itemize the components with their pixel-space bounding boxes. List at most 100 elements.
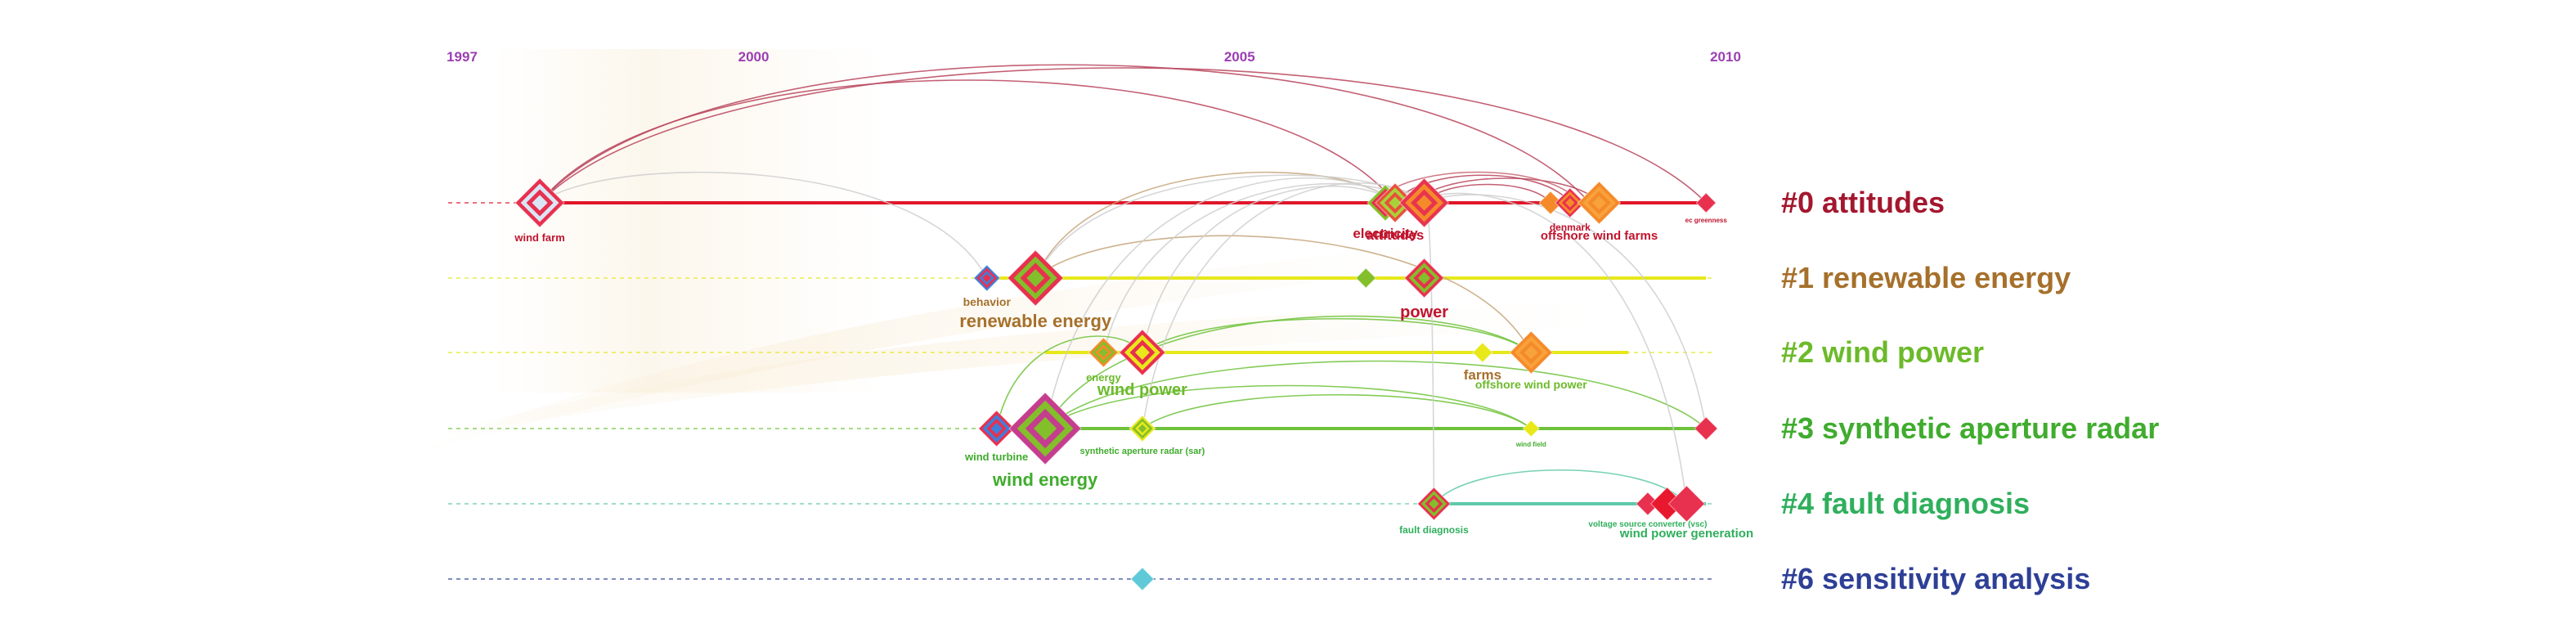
- citation-link: [1433, 469, 1688, 505]
- keyword-node-wind-field[interactable]: [1522, 420, 1541, 438]
- keyword-node-wind-farm[interactable]: [514, 177, 565, 228]
- node-diamond: [1362, 275, 1370, 281]
- node-diamond: [1098, 348, 1109, 357]
- keyword-label-wind-field: wind field: [1515, 441, 1546, 448]
- keyword-label-renewable-energy: renewable energy: [959, 311, 1112, 331]
- node-diamond: [1134, 345, 1150, 360]
- cluster-label-6[interactable]: #6 sensitivity analysis: [1781, 562, 2090, 595]
- keyword-label-power: power: [1400, 303, 1448, 321]
- keyword-label-denmark: denmark: [1550, 222, 1591, 233]
- keyword-node-ec-greenness[interactable]: [1695, 192, 1717, 213]
- glow-band: [401, 245, 1431, 458]
- keyword-label-attitudes: attitudes: [1367, 227, 1425, 243]
- citation-links: [539, 64, 1708, 505]
- keyword-label-wind-power: wind power: [1097, 381, 1187, 399]
- keyword-label-wind-turbine: wind turbine: [964, 451, 1028, 463]
- keyword-label-offshore-wind-farms: offshore wind farms: [1541, 229, 1658, 243]
- keyword-label-ec-greenness: ec greenness: [1685, 217, 1728, 224]
- keyword-node-synthetic-aperture-radar-sar[interactable]: [1129, 415, 1156, 442]
- keyword-node-power[interactable]: [1403, 258, 1445, 299]
- citation-link: [1424, 194, 1708, 429]
- keyword-node[interactable]: [1694, 416, 1718, 441]
- keyword-nodes: [514, 177, 1718, 591]
- node-diamond: [1703, 200, 1710, 206]
- keyword-label-electricity: electricity: [1353, 226, 1418, 241]
- keyword-node-wind-power[interactable]: [1119, 329, 1166, 376]
- node-diamond: [1026, 269, 1045, 287]
- citation-link: [1044, 177, 1396, 429]
- keyword-node-fault-diagnosis[interactable]: [1416, 487, 1452, 521]
- cluster-label-1[interactable]: #1 renewable energy: [1781, 261, 2071, 294]
- year-tick-1997: 1997: [447, 49, 478, 65]
- node-diamond: [982, 273, 991, 283]
- keyword-node-offshore-wind-power[interactable]: [1509, 330, 1554, 375]
- citation-link: [1394, 174, 1571, 204]
- keyword-label-farms: farms: [1464, 367, 1501, 383]
- keyword-node-wind-turbine[interactable]: [977, 410, 1016, 447]
- keyword-node-renewable-energy[interactable]: [1007, 249, 1064, 307]
- keyword-node-behavior[interactable]: [973, 264, 1001, 292]
- cluster-label-4[interactable]: #4 fault diagnosis: [1781, 487, 2030, 520]
- keyword-node-offshore-wind-farms[interactable]: [1577, 181, 1622, 225]
- keyword-node-wind-power-generation[interactable]: [1667, 485, 1706, 523]
- keyword-label-wind-farm: wind farm: [514, 231, 564, 244]
- node-diamond: [1138, 424, 1147, 433]
- node-diamond: [990, 422, 1003, 435]
- node-diamond: [1681, 497, 1693, 510]
- keyword-node-voltage-source-converter-vsc[interactable]: [1636, 492, 1660, 516]
- keyword-node-denmark[interactable]: [1555, 187, 1586, 218]
- year-tick-2010: 2010: [1710, 49, 1741, 65]
- citation-link: [1142, 318, 1532, 353]
- keyword-label-offshore-wind-power: offshore wind power: [1475, 378, 1587, 391]
- citation-link: [1034, 174, 1425, 279]
- node-diamond: [1417, 272, 1431, 285]
- keyword-label-behavior: behavior: [963, 295, 1012, 308]
- node-diamond: [1702, 424, 1710, 433]
- keyword-node[interactable]: [1130, 567, 1155, 591]
- keyword-node-wind-energy[interactable]: [1008, 392, 1082, 465]
- citation-link: [539, 64, 1591, 204]
- keyword-label-fault-diagnosis: fault diagnosis: [1399, 524, 1469, 536]
- keyword-label-synthetic-aperture-radar-sar: synthetic aperture radar (sar): [1080, 447, 1205, 456]
- keyword-node[interactable]: [1355, 267, 1376, 289]
- glow-band: [409, 303, 1595, 442]
- citation-link: [539, 171, 988, 279]
- citation-link: [539, 67, 1707, 204]
- citation-link: [1034, 235, 1533, 353]
- node-diamond: [1033, 416, 1057, 441]
- cluster-label-3[interactable]: #3 synthetic aperture radar: [1781, 411, 2159, 445]
- background-glow: [401, 49, 1595, 458]
- citation-link: [1142, 394, 1532, 429]
- node-diamond: [1416, 195, 1433, 211]
- year-tick-2005: 2005: [1224, 49, 1255, 65]
- keyword-label-wind-power-generation: wind power generation: [1619, 527, 1753, 541]
- cluster-label-0[interactable]: #0 attitudes: [1781, 186, 1945, 219]
- cluster-labels: #0 attitudes #1 renewable energy #2 wind p…: [1781, 186, 2159, 595]
- keyword-node[interactable]: [1398, 177, 1450, 228]
- keyword-node[interactable]: [1538, 191, 1563, 215]
- citation-link: [1044, 315, 1532, 429]
- node-diamond: [1389, 196, 1402, 209]
- node-diamond: [1565, 198, 1575, 208]
- glow-band: [491, 49, 883, 393]
- keyword-label-energy: energy: [1086, 371, 1121, 384]
- keyword-node-attitudes[interactable]: [1375, 182, 1416, 223]
- node-diamond: [1528, 425, 1534, 432]
- keyword-node-farms[interactable]: [1472, 342, 1493, 363]
- citation-link: [1044, 360, 1707, 429]
- citation-link: [1142, 185, 1396, 353]
- citation-link: [1423, 196, 1435, 505]
- node-diamond: [1644, 500, 1652, 508]
- citation-link: [1044, 384, 1532, 429]
- node-diamond: [1592, 195, 1606, 210]
- node-diamond: [1662, 498, 1673, 510]
- keyword-label-voltage-source-converter-vsc: voltage source converter (vsc): [1588, 520, 1707, 529]
- cluster-label-2[interactable]: #2 wind power: [1781, 335, 1984, 369]
- keyword-node-energy[interactable]: [1088, 337, 1120, 368]
- year-tick-2000: 2000: [738, 49, 770, 65]
- node-diamond: [532, 195, 548, 211]
- node-diamond: [1429, 498, 1439, 510]
- keyword-label-wind-energy: wind energy: [992, 469, 1098, 490]
